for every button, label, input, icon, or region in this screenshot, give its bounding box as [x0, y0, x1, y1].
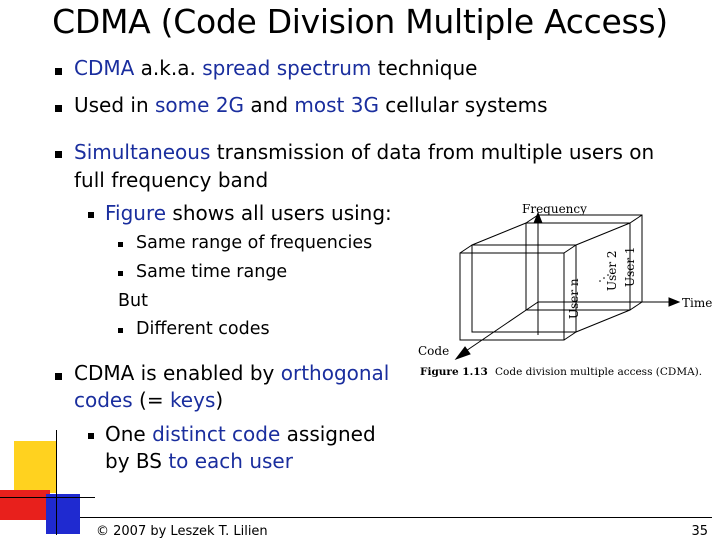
sub-bullet-marker [88, 433, 94, 439]
frequency-label: Frequency [522, 202, 587, 216]
bullet-simultaneous-line2: full frequency band [74, 168, 269, 192]
bullet-orthogonal-line1: CDMA is enabled by orthogonal [74, 361, 390, 385]
sub-bullet-distinct-code-line2: by BS to each user [105, 449, 293, 473]
bullet-marker [55, 105, 62, 112]
decor-vertical-line [56, 430, 57, 535]
sub-sub-bullet-marker [118, 271, 123, 276]
item-same-time-range: Same time range [136, 262, 288, 282]
time-label: Time [682, 296, 712, 310]
time-axis-arrow [668, 297, 681, 307]
user-1-slab [537, 214, 643, 303]
sub-sub-bullet-marker [118, 242, 123, 247]
ellipsis-dots [599, 274, 609, 282]
decor-horizontal-line [0, 497, 95, 498]
bullet-marker [55, 373, 62, 380]
code-label: Code [418, 344, 449, 358]
page-number: 35 [691, 524, 708, 539]
bullet-simultaneous-line1: Simultaneous transmission of data from m… [74, 140, 655, 164]
sub-sub-bullet-marker [118, 328, 123, 333]
but-label: But [118, 291, 148, 311]
footer-copyright: © 2007 by Leszek T. Lilien [96, 524, 268, 539]
user-n-front-face [459, 252, 565, 341]
sub-bullet-distinct-code-line1: One distinct code assigned [105, 422, 376, 446]
figure-caption-text: Code division multiple access (CDMA). [495, 366, 702, 378]
user-2-label: User 2 [605, 250, 619, 291]
user-2-slab [525, 222, 631, 311]
code-axis-arrow [454, 346, 471, 361]
bullet-used-in-2g-3g: Used in some 2G and most 3G cellular sys… [74, 93, 548, 117]
bullet-cdma-spread-spectrum: CDMA a.k.a. spread spectrum technique [74, 56, 478, 80]
figure-caption-label: Figure 1.13 [420, 366, 488, 378]
item-different-codes: Different codes [136, 319, 270, 339]
user-n-label: User n [567, 278, 581, 319]
user-n-slab [471, 244, 577, 333]
sub-bullet-marker [88, 212, 94, 218]
item-same-frequencies: Same range of frequencies [136, 233, 373, 253]
sub-bullet-figure-shows: Figure shows all users using: [105, 201, 392, 225]
cdma-figure: Frequency Time Code User n User 2 User 1… [418, 202, 712, 378]
decor-red-square [0, 490, 50, 520]
decor-yellow-square [14, 441, 56, 493]
bullet-marker [55, 151, 62, 158]
code-axis [459, 301, 539, 356]
decor-blue-square [46, 494, 80, 534]
bullet-marker [55, 68, 62, 75]
bullet-orthogonal-line2: codes (= keys) [74, 388, 224, 412]
footer-divider [80, 517, 712, 518]
slide-title: CDMA (Code Division Multiple Access) [52, 2, 668, 41]
user-1-label: User 1 [623, 246, 637, 287]
